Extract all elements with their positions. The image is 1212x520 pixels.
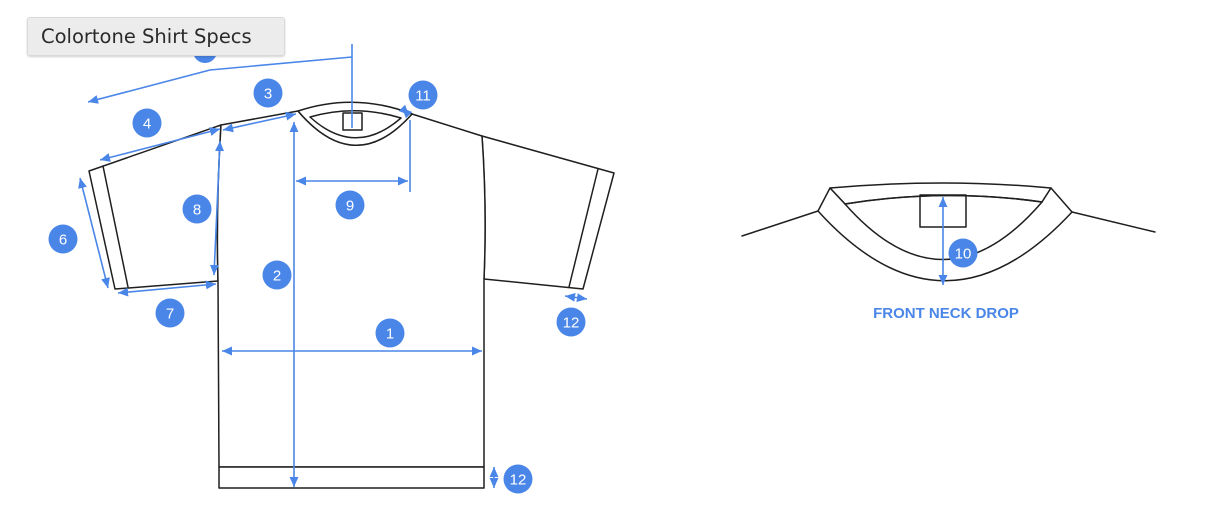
svg-text:8: 8 (193, 202, 201, 219)
badge-11: 11 (408, 80, 438, 110)
dim-line-sleeve-length (78, 177, 110, 289)
badge-12-hem: 12 (503, 464, 533, 494)
svg-text:11: 11 (415, 88, 431, 105)
svg-text:9: 9 (346, 198, 354, 215)
hem-band (218, 466, 485, 489)
shirt-outline (88, 101, 615, 489)
dim-line-sleeve-top (99, 127, 221, 162)
svg-text:7: 7 (166, 306, 174, 323)
svg-text:10: 10 (955, 246, 972, 263)
dim-line-top-sleeve-guide (209, 56, 353, 71)
svg-text:2: 2 (273, 268, 281, 285)
neck-detail-left-shoulder (741, 210, 819, 237)
badge-8: 8 (182, 194, 212, 224)
dim-line-sleeve-cuff (564, 292, 588, 303)
neck-detail-right-shoulder (1071, 211, 1156, 233)
right-sleeve (481, 135, 615, 290)
badge-9: 9 (335, 190, 365, 220)
svg-text:12: 12 (563, 315, 580, 332)
badge-7: 7 (155, 298, 185, 328)
dim-line-shoulder (222, 111, 297, 133)
svg-text:3: 3 (264, 86, 272, 103)
badge-2: 2 (262, 260, 292, 290)
shirt-body (216, 110, 486, 468)
badge-3: 3 (253, 78, 283, 108)
dim-line-top-sleeve (87, 69, 211, 104)
badge-12-sleeve: 12 (556, 307, 586, 337)
front-neck-drop-label: FRONT NECK DROP (873, 305, 1019, 322)
svg-text:6: 6 (59, 232, 67, 249)
shirt-measurement-badges: 1 2 3 4 6 7 8 9 (48, 39, 586, 494)
svg-text:1: 1 (386, 326, 394, 343)
right-sleeve-cuff-line (568, 168, 599, 288)
diagram-title: Colortone Shirt Specs (27, 17, 285, 56)
badge-6: 6 (48, 224, 78, 254)
svg-text:12: 12 (510, 472, 527, 489)
shirt-dimension-lines (78, 44, 588, 488)
badge-1: 1 (375, 318, 405, 348)
dim-line-collar-width (398, 104, 413, 119)
dim-line-sleeve-opening (117, 280, 217, 297)
neck-drop-detail: 10 FRONT NECK DROP (741, 182, 1156, 322)
neck-detail-collar-front (817, 187, 1073, 282)
badge-4: 4 (132, 108, 162, 138)
dim-line-armhole (209, 140, 225, 276)
svg-text:4: 4 (143, 116, 151, 133)
badge-10: 10 (948, 238, 978, 268)
